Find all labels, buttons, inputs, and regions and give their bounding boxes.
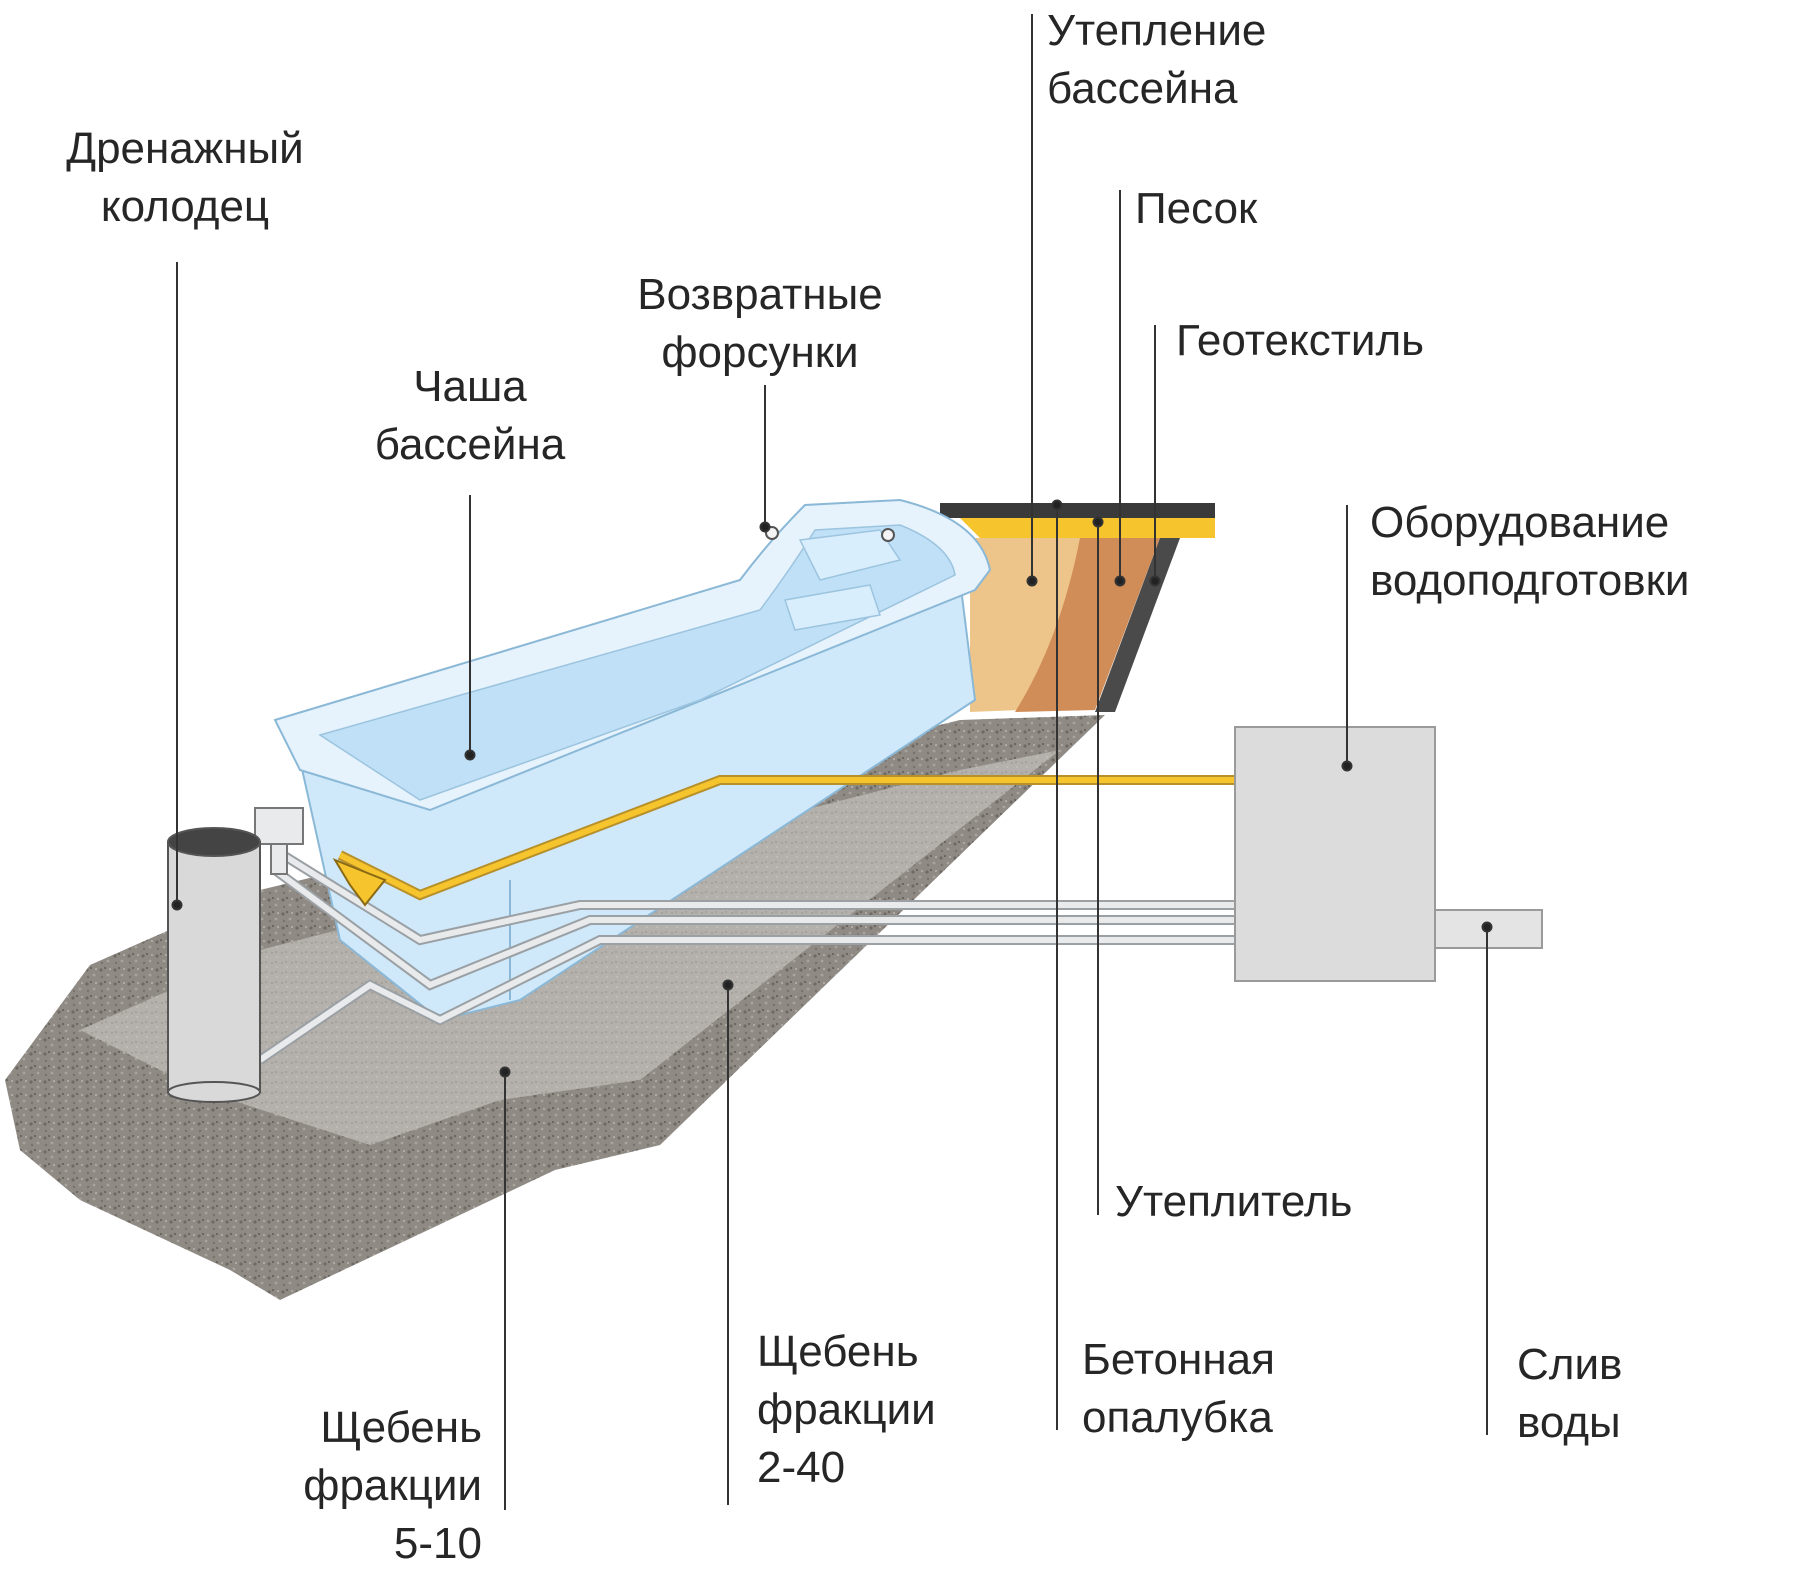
label-gravel-2-40: Щебень фракции 2-40: [757, 1327, 936, 1492]
skimmer-pipe: [270, 843, 288, 875]
yellow-pipe-inner: [338, 777, 1235, 899]
drain-well-bottom: [167, 1081, 261, 1103]
yellow-valve-icon: [332, 857, 387, 907]
drain-outlet: [1434, 909, 1543, 949]
drain-well-top: [167, 827, 261, 857]
pool-interior: [318, 524, 956, 801]
drain-well-body: [167, 841, 261, 1093]
label-pool-bowl: Чаша бассейна: [374, 362, 566, 469]
label-water-treatment: Оборудование водоподготовки: [1370, 498, 1690, 605]
grey-pipe-3-inner: [258, 937, 1235, 1063]
label-concrete-formwork: Бетонная опалубка: [1082, 1335, 1275, 1442]
return-nozzle-icon: [881, 528, 895, 542]
grey-pipe-1-inner: [273, 847, 1235, 944]
label-pool-insulation: Утепление бассейна: [1047, 6, 1267, 113]
label-gravel-5-10: Щебень фракции 5-10: [303, 1403, 482, 1568]
label-drain-well: Дренажный колодец: [66, 124, 304, 231]
leader-lines: [171, 14, 1493, 1510]
label-insulation: Утеплитель: [1115, 1177, 1353, 1226]
label-water-drain: Слив воды: [1517, 1340, 1623, 1447]
concrete-slab: [940, 503, 1215, 518]
pool-steps: [784, 529, 902, 631]
label-geotextile: Геотекстиль: [1176, 316, 1425, 365]
equipment-box: [1234, 726, 1436, 982]
label-sand: Песок: [1135, 184, 1258, 233]
grey-pipe-2-inner: [273, 867, 1235, 989]
skimmer-icon: [254, 807, 304, 845]
label-return-nozzles: Возвратные форсунки: [637, 270, 883, 377]
insulation-strip: [960, 518, 1215, 538]
